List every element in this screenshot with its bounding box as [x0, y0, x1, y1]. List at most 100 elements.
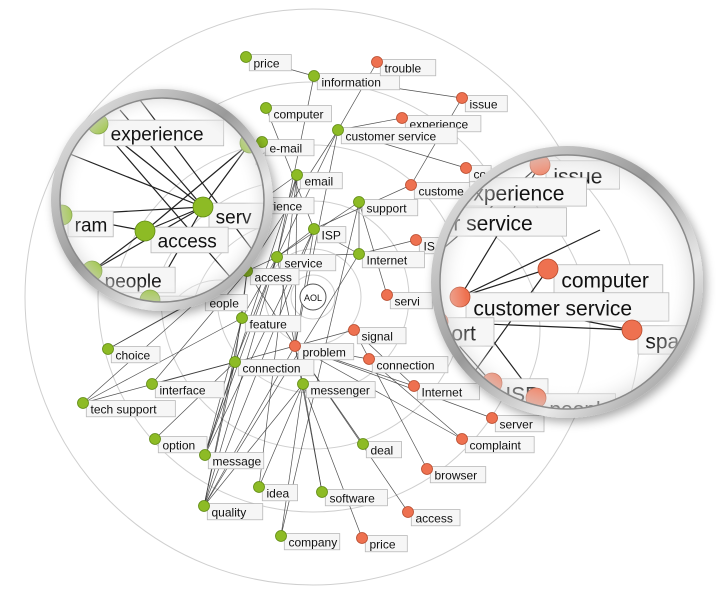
lensR-node-dot: [621, 319, 643, 341]
node-label: complaint: [470, 439, 522, 453]
node-customer_service_g[interactable]: customer service: [332, 124, 458, 145]
node-quality[interactable]: quality: [198, 500, 264, 521]
node-choice[interactable]: choice: [102, 343, 161, 364]
node-label: trouble: [385, 62, 422, 76]
node-label: connection: [377, 359, 435, 373]
node-label: price: [254, 57, 280, 71]
node-dot: [253, 481, 265, 493]
node-label-box: [268, 105, 332, 123]
node-signal[interactable]: signal: [348, 324, 407, 345]
edge-support-company: [280, 201, 360, 537]
node-label: signal: [362, 330, 393, 344]
node-feature[interactable]: feature: [236, 312, 302, 333]
node-Internet_g[interactable]: Internet: [353, 248, 425, 269]
node-issue_o[interactable]: issue: [456, 92, 508, 113]
node-label: feature: [250, 318, 288, 332]
node-label: support: [367, 202, 408, 216]
node-trouble[interactable]: trouble: [371, 56, 437, 77]
node-dot: [291, 169, 303, 181]
node-custome_o[interactable]: custome: [405, 179, 471, 200]
node-information[interactable]: information: [308, 70, 401, 91]
node-dot: [198, 500, 210, 512]
node-dot: [297, 378, 309, 390]
node-label-box: [206, 503, 264, 521]
edge-messenger-idea: [258, 383, 304, 488]
node-deal[interactable]: deal: [357, 438, 402, 459]
node-label-box: [340, 127, 458, 145]
node-label: interface: [160, 384, 206, 398]
node-dot: [77, 397, 89, 409]
node-browser[interactable]: browser: [421, 463, 487, 484]
node-support[interactable]: support: [353, 196, 419, 217]
node-dot: [102, 343, 114, 355]
lensL-node-label: experience: [111, 125, 204, 146]
node-idea[interactable]: idea: [253, 481, 298, 502]
node-dot: [348, 324, 360, 336]
node-computer_g[interactable]: computer: [260, 102, 332, 123]
node-software[interactable]: software: [316, 486, 388, 507]
edge-problem-customer_service_g: [294, 129, 339, 347]
edge-messenger-company: [280, 383, 304, 537]
node-label-box: [297, 343, 355, 361]
node-messenger[interactable]: messenger: [297, 378, 376, 399]
node-dot: [456, 92, 468, 104]
node-label-box: [264, 139, 315, 157]
edge-service_g-message: [204, 256, 278, 456]
node-message[interactable]: message: [199, 449, 265, 470]
lensL-node-dot: [134, 220, 156, 242]
node-email_top[interactable]: e-mail: [256, 136, 315, 157]
node-connection_o[interactable]: connection: [363, 353, 449, 374]
node-label: e-mail: [270, 142, 303, 156]
node-label: email: [305, 175, 334, 189]
node-dot: [356, 532, 368, 544]
edge-feature-tech_support: [82, 317, 243, 404]
node-price_g[interactable]: price: [240, 51, 292, 72]
node-option[interactable]: option: [149, 433, 208, 454]
node-dot: [240, 51, 252, 63]
edge-customer_service_g-trouble: [337, 61, 378, 131]
node-email[interactable]: email: [291, 169, 343, 190]
lensR-node-dot: [537, 258, 559, 280]
node-ISP_g[interactable]: ISP: [308, 223, 347, 244]
node-label: Internet: [367, 254, 408, 268]
node-dot: [316, 486, 328, 498]
node-servi_o[interactable]: servi: [381, 289, 433, 310]
node-dot: [332, 124, 344, 136]
node-dot: [260, 102, 272, 114]
node-complaint[interactable]: complaint: [456, 433, 535, 454]
edge-messenger-quality: [203, 383, 304, 507]
node-dot: [271, 251, 283, 263]
node-label: access: [416, 512, 453, 526]
node-interface[interactable]: interface: [146, 378, 225, 399]
node-access_g[interactable]: access: [241, 265, 300, 286]
node-label-box: [356, 327, 407, 345]
node-connection_g[interactable]: connection: [229, 356, 315, 377]
node-access_o[interactable]: access: [402, 506, 461, 527]
node-label: browser: [435, 469, 478, 483]
node-label-box: [261, 484, 298, 502]
node-label-box: [207, 452, 265, 470]
lensR-node-label: r service: [453, 212, 532, 235]
edge-signal-browser: [353, 329, 428, 470]
node-label: rience: [270, 200, 303, 214]
node-label: problem: [303, 346, 346, 360]
node-dot: [308, 223, 320, 235]
node-problem[interactable]: problem: [289, 340, 355, 361]
node-server[interactable]: server: [486, 412, 545, 433]
node-label: tech support: [91, 403, 158, 417]
lensR-node-label: customer service: [473, 297, 632, 320]
node-label: IS: [424, 240, 435, 254]
node-label-box: [305, 381, 376, 399]
node-label-box: [154, 381, 225, 399]
node-company[interactable]: company: [275, 530, 341, 551]
node-service_g[interactable]: service: [271, 251, 337, 272]
node-tech_support[interactable]: tech support: [77, 397, 176, 418]
edge-messenger-software: [302, 383, 323, 493]
node-price_o[interactable]: price: [356, 532, 408, 553]
node-Internet_o[interactable]: Internet: [408, 380, 480, 401]
node-label: idea: [267, 487, 290, 501]
node-label: message: [213, 455, 262, 469]
node-dot: [371, 56, 383, 68]
lensL-rim: [59, 97, 265, 303]
